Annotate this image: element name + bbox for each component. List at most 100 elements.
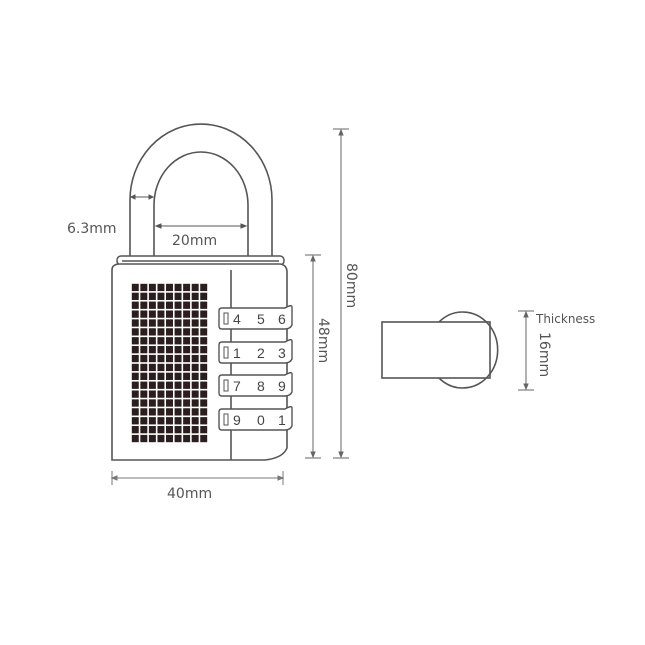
grid-cell <box>191 381 199 389</box>
grid-cell <box>140 426 148 434</box>
grid-cell <box>140 399 148 407</box>
grid-cell <box>131 292 139 300</box>
grid-cell <box>148 390 156 398</box>
grid-cell <box>131 301 139 309</box>
label-shackle-inner-width: 20mm <box>172 233 217 249</box>
dial-digit: 4 <box>233 311 241 327</box>
grid-cell <box>183 381 191 389</box>
grid-cell <box>140 310 148 318</box>
grid-cell <box>148 301 156 309</box>
grid-cell <box>148 283 156 292</box>
grid-cell <box>166 292 173 300</box>
grid-cell <box>140 354 148 363</box>
grid-cell <box>191 346 199 354</box>
grid-cell <box>174 390 182 398</box>
grid-cell <box>191 417 199 425</box>
grid-cell <box>183 319 191 327</box>
grid-cell <box>183 363 191 372</box>
grid-cell <box>166 346 173 354</box>
grid-cell <box>131 390 139 398</box>
grid-cell <box>191 328 199 336</box>
grid-cell <box>183 434 191 443</box>
grid-cell <box>166 417 173 425</box>
grid-cell <box>200 390 208 398</box>
label-thickness-value: 16mm <box>536 332 552 377</box>
shackle-collar <box>116 255 285 266</box>
dial-digit: 9 <box>233 412 241 428</box>
grid-cell <box>140 301 148 309</box>
grid-cell <box>157 426 165 434</box>
grid-cell <box>174 283 182 292</box>
grid-cell <box>200 408 208 416</box>
grid-cell <box>174 426 182 434</box>
grid-cell <box>131 408 139 416</box>
grid-cell <box>157 292 165 300</box>
grid-cell <box>191 319 199 327</box>
grid-cell <box>191 363 199 372</box>
grid-cell <box>200 363 208 372</box>
grid-cell <box>191 426 199 434</box>
dial-slot-icon <box>223 379 229 392</box>
dial-digit: 6 <box>278 311 286 327</box>
grid-cell <box>200 292 208 300</box>
grid-cell <box>157 283 165 292</box>
grid-cell <box>200 319 208 327</box>
grid-cell <box>140 417 148 425</box>
grid-cell <box>166 434 173 443</box>
grid-cell <box>183 354 191 363</box>
dial-slot-icon <box>223 413 229 426</box>
grid-cell <box>191 301 199 309</box>
grid-cell <box>131 346 139 354</box>
grid-cell <box>157 337 165 345</box>
grid-cell <box>200 399 208 407</box>
grid-cell <box>157 310 165 318</box>
dimension-shackle-inner <box>154 223 248 229</box>
grid-cell <box>131 363 139 372</box>
dial-digit: 3 <box>278 345 286 361</box>
label-total-height: 80mm <box>343 263 359 308</box>
grid-cell <box>183 408 191 416</box>
grid-cell <box>157 363 165 372</box>
grid-cell <box>191 283 199 292</box>
grid-cell <box>183 310 191 318</box>
grid-cell <box>157 390 165 398</box>
grid-cell <box>166 310 173 318</box>
grid-cell <box>191 337 199 345</box>
grid-cell <box>148 319 156 327</box>
grid-cell <box>174 354 182 363</box>
grid-cell <box>148 337 156 345</box>
grid-cell <box>191 354 199 363</box>
grid-cell <box>157 346 165 354</box>
grid-cell <box>191 310 199 318</box>
label-body-height: 48mm <box>315 318 331 363</box>
grid-cell <box>166 399 173 407</box>
grid-cell <box>131 283 139 292</box>
grid-cell <box>166 372 173 380</box>
grid-cell <box>131 417 139 425</box>
grid-cell <box>174 417 182 425</box>
grid-cell <box>140 346 148 354</box>
dial-digit: 9 <box>278 378 286 394</box>
grid-cell <box>157 319 165 327</box>
grid-cell <box>131 310 139 318</box>
grid-cell <box>183 292 191 300</box>
dial-digit: 8 <box>257 378 265 394</box>
grid-cell <box>148 372 156 380</box>
grid-cell <box>131 399 139 407</box>
dial-slot-icon <box>223 346 229 359</box>
grid-cell <box>183 283 191 292</box>
grid-cell <box>157 417 165 425</box>
grid-cell <box>200 354 208 363</box>
grid-cell <box>174 381 182 389</box>
grid-cell <box>166 390 173 398</box>
dial-digit: 0 <box>257 412 265 428</box>
grid-cell <box>200 301 208 309</box>
grid-cell <box>140 372 148 380</box>
grid-cell <box>191 292 199 300</box>
dimension-shackle-thickness <box>129 194 155 238</box>
